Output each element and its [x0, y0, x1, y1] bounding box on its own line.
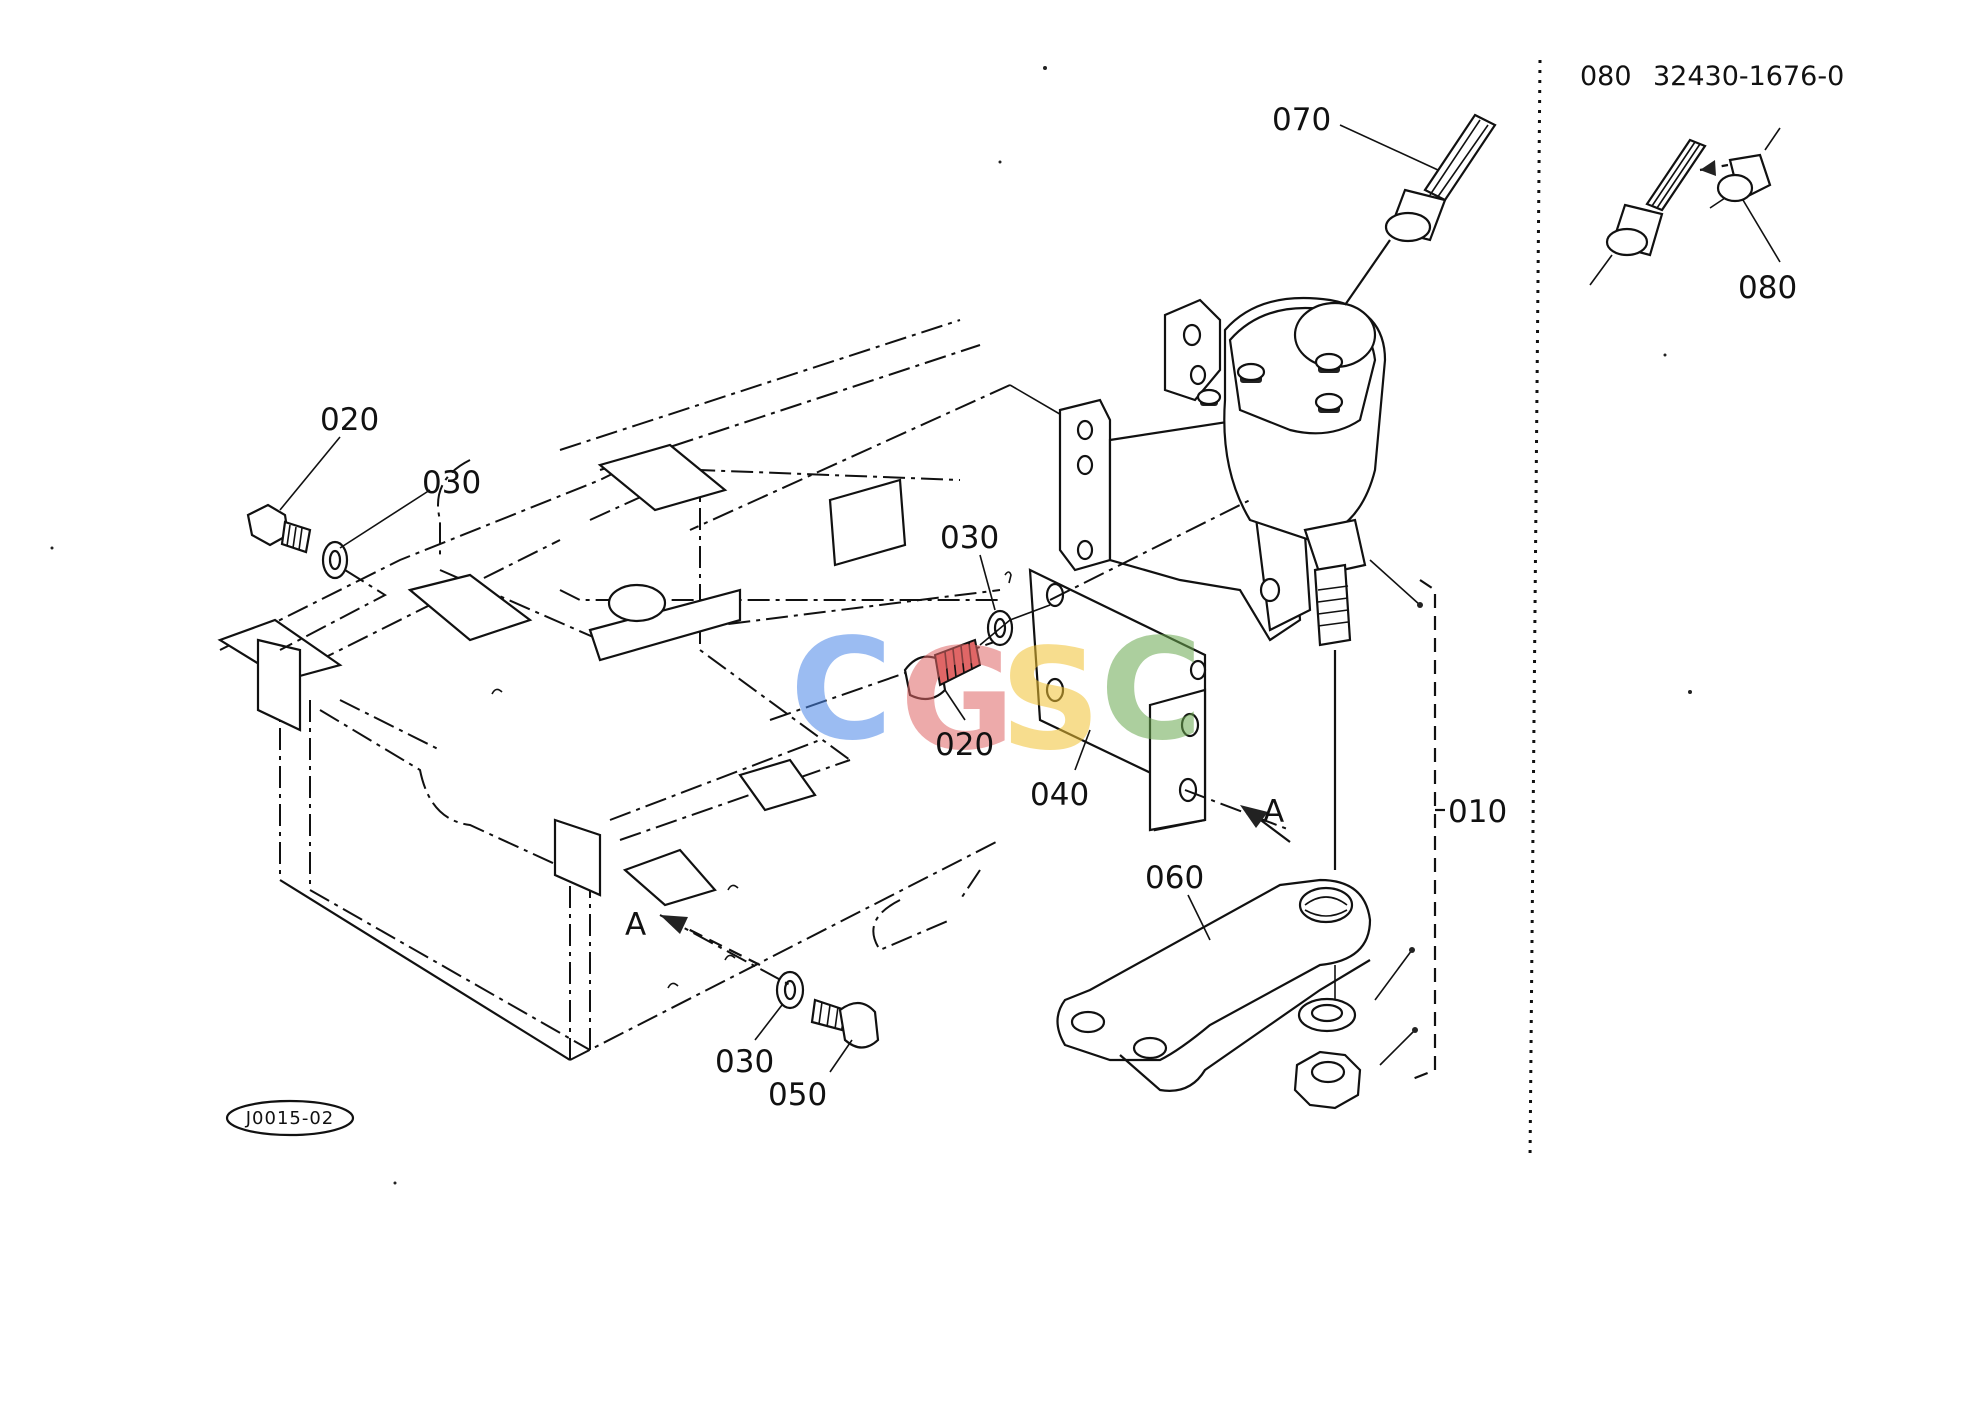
view-arrow-left — [660, 915, 761, 966]
leader-lines — [279, 124, 1781, 1073]
part-070-shaft — [1344, 113, 1497, 306]
inset-detail — [1528, 59, 1781, 1161]
callout-060: 060 — [1145, 860, 1204, 896]
part-050-bolt-bottom — [659, 914, 880, 1049]
arrow-label-a-right: A — [1263, 794, 1284, 830]
badge-text: J0015-02 — [245, 1108, 335, 1129]
callout-labels: 070 020 030 030 020 040 060 010 030 050 … — [320, 61, 1844, 1113]
callout-030-bottom: 030 — [715, 1044, 774, 1080]
callout-040: 040 — [1030, 777, 1089, 813]
part-040-plate — [1028, 568, 1207, 832]
callout-050: 050 — [768, 1077, 827, 1113]
watermark-letter-1: C — [790, 609, 893, 772]
arrow-label-a-left: A — [625, 907, 646, 943]
part-020-bolt-mid — [903, 604, 1051, 701]
inset-ref-code: 080 — [1580, 61, 1632, 92]
watermark-letter-4: C — [1100, 609, 1203, 772]
scan-specks — [50, 66, 1692, 1185]
part-020-bolt-top — [246, 503, 388, 651]
part-060-pitman-arm — [1056, 650, 1372, 1092]
frame-assembly — [217, 319, 1071, 1061]
callout-020-mid: 020 — [935, 727, 994, 763]
watermark-letter-2: G — [900, 619, 1015, 782]
washer-and-nut — [1293, 965, 1362, 1110]
view-arrow-right — [1240, 805, 1291, 843]
inset-part-number: 32430-1676-0 — [1653, 61, 1844, 92]
callout-010: 010 — [1448, 794, 1507, 830]
steering-gearbox — [1058, 296, 1387, 647]
watermark-cgsc: C G S C — [790, 609, 1203, 782]
callout-080: 080 — [1738, 270, 1797, 306]
callout-070: 070 — [1272, 102, 1331, 138]
bracket-010 — [1369, 559, 1445, 1082]
callout-030-mid: 030 — [940, 520, 999, 556]
watermark-letter-3: S — [1000, 619, 1101, 782]
callout-030-top: 030 — [422, 465, 481, 501]
callout-020-top: 020 — [320, 402, 379, 438]
drawing-code-badge: J0015-02 — [225, 1099, 355, 1137]
